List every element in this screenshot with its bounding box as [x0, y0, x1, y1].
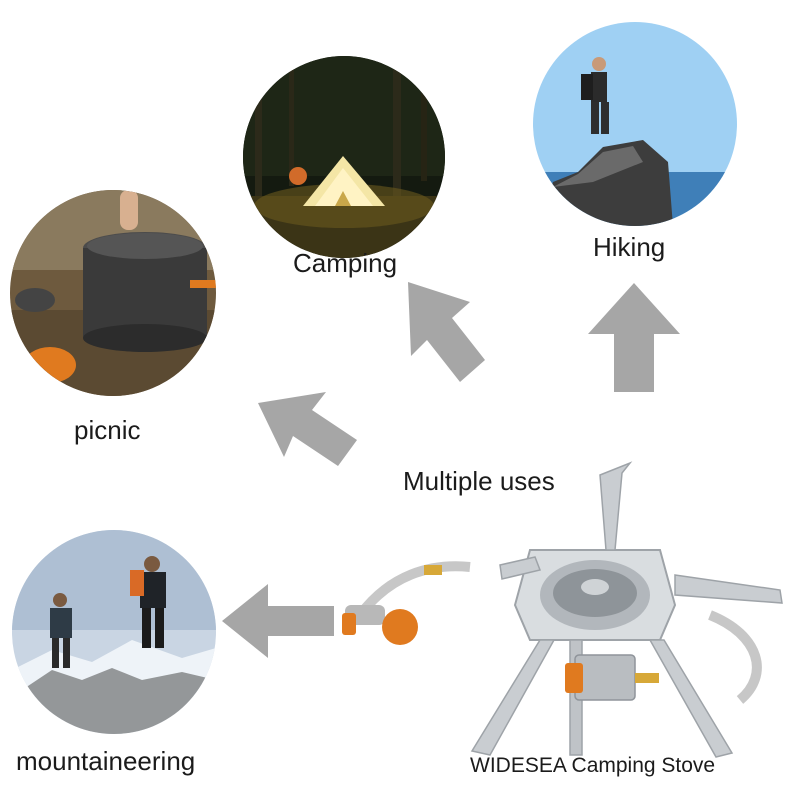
arrow-camping	[408, 282, 485, 382]
mountaineering-label: mountaineering	[16, 746, 196, 776]
picnic-label: picnic	[74, 415, 141, 445]
arrow-picnic	[258, 392, 357, 466]
multiple-uses-label: Multiple uses	[403, 466, 555, 496]
arrow-hiking	[588, 283, 680, 392]
camping-stove-image	[342, 461, 783, 758]
arrow-mountaineering	[222, 584, 334, 658]
camping-label: Camping	[293, 248, 398, 278]
picnic-photo	[10, 190, 216, 396]
hiking-photo	[533, 22, 737, 226]
product-caption: WIDESEA Camping Stove	[470, 754, 716, 777]
hiking-label: Hiking	[593, 232, 666, 262]
